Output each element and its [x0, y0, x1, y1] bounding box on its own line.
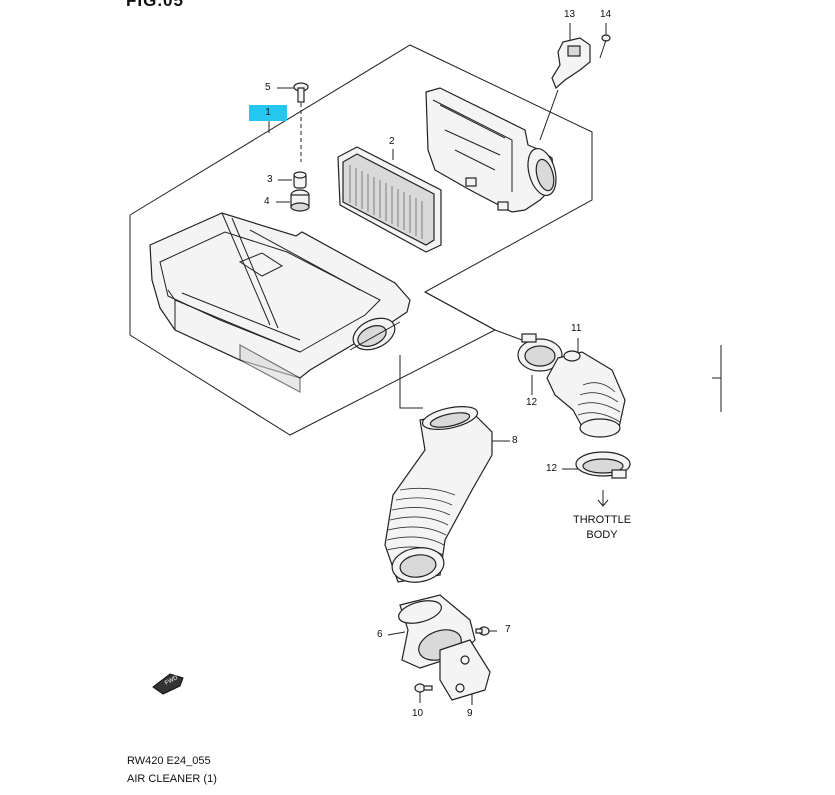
callout-12-upper[interactable]: 12	[526, 397, 538, 408]
bolt-7	[475, 626, 490, 636]
callout-1[interactable]: 1	[249, 105, 287, 121]
throttle-body-note: THROTTLE BODY	[566, 513, 638, 543]
callout-6[interactable]: 6	[377, 629, 383, 640]
callout-2[interactable]: 2	[389, 136, 395, 147]
figure-name: AIR CLEANER (1)	[127, 773, 217, 785]
callout-14[interactable]: 14	[600, 9, 612, 20]
grommet-3	[293, 171, 307, 189]
bracket-9	[439, 639, 491, 701]
callout-12-lower[interactable]: 12	[546, 463, 558, 474]
clamp-12-lower	[575, 451, 631, 479]
grommet-4	[290, 189, 310, 212]
hose-11	[546, 350, 626, 438]
callout-13[interactable]: 13	[564, 9, 576, 20]
clamp-12-upper	[517, 333, 563, 372]
bolt-10	[414, 683, 433, 693]
throttle-line-2: BODY	[586, 529, 618, 541]
sensor-13	[539, 37, 591, 141]
callout-11[interactable]: 11	[571, 323, 582, 334]
screw-14	[599, 34, 611, 59]
throttle-line-1: THROTTLE	[572, 514, 632, 526]
figure-title: FIG.05	[126, 0, 184, 10]
fwd-arrow: FWD	[152, 673, 184, 695]
figure-code: RW420 E24_055	[127, 755, 211, 767]
callout-3[interactable]: 3	[267, 174, 273, 185]
air-cleaner-case	[425, 87, 557, 213]
filter-element-2	[337, 146, 442, 253]
callout-4[interactable]: 4	[264, 196, 270, 207]
callout-5[interactable]: 5	[265, 82, 271, 93]
callout-9[interactable]: 9	[467, 708, 473, 719]
bolt-5	[293, 82, 309, 162]
air-cleaner-cover	[149, 212, 411, 393]
cover-outlet	[349, 317, 401, 351]
callout-8[interactable]: 8	[512, 435, 518, 446]
callout-10[interactable]: 10	[412, 708, 424, 719]
hose-8	[384, 406, 493, 583]
callout-7[interactable]: 7	[505, 624, 511, 635]
